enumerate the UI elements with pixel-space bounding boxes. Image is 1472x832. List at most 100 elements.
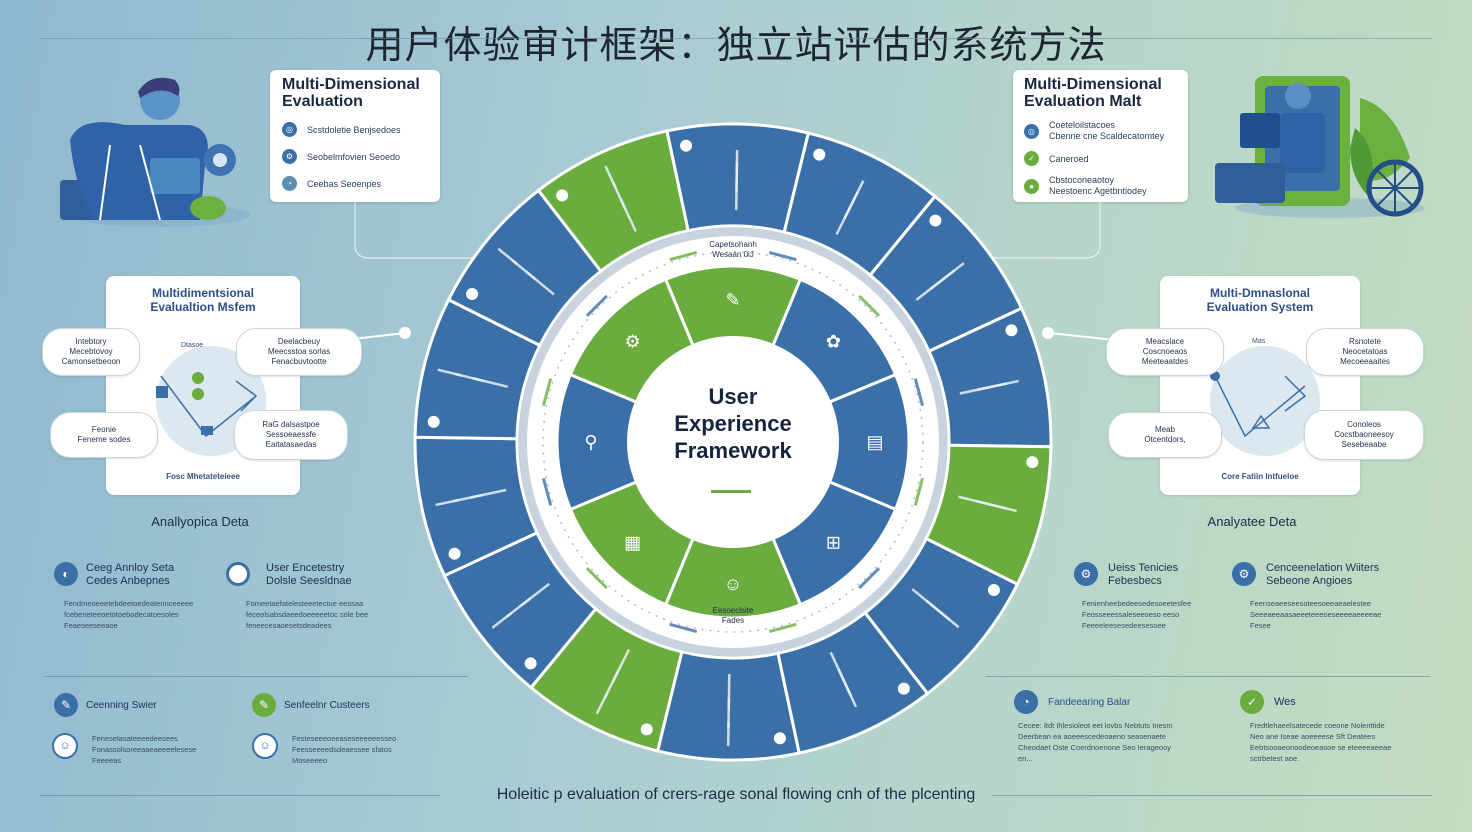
center-underline — [711, 490, 751, 493]
segment-icon: ☺ — [724, 574, 742, 594]
item-text: Feneselasateeeedeesees Fonassolsoreeaaea… — [92, 734, 197, 765]
segment-dot — [987, 584, 1000, 597]
segment-dot — [929, 214, 942, 227]
segment-text-line — [851, 180, 865, 203]
metric-pill[interactable]: Rsnotete Neocetatoas Mecoeeaaites — [1306, 328, 1424, 376]
segment-text-line — [726, 721, 730, 746]
center-title: User Experience Framework — [633, 383, 833, 464]
segment-dot — [448, 547, 461, 560]
segment-text-line — [437, 368, 462, 377]
panel-footer: Fosc Mhetateteieee — [166, 472, 240, 481]
segment-text-line — [454, 372, 485, 383]
section-heading-left: Anallyopica Deta — [151, 514, 249, 529]
card-item: ✓Caneroed — [1024, 151, 1177, 166]
middle-ring-label — [541, 378, 553, 407]
segment-dot — [813, 148, 826, 161]
middle-ring-label — [669, 250, 698, 262]
item-text: Cecee: Itdt Ihlesioleot eet lovbs Nebtut… — [1018, 721, 1173, 763]
middle-ring-label — [585, 567, 608, 590]
segment-dot — [640, 723, 653, 736]
card-item: ●Cbstoconeaotoy Neestoenc Agetbntiodey — [1024, 175, 1177, 197]
segment-text-line — [604, 165, 617, 189]
analysis-item: ✎ Senfeelnr Custeers — [252, 693, 452, 717]
item-heading: Wes — [1274, 695, 1296, 708]
segment-text-line — [595, 691, 609, 715]
diagram-label: Mas — [1252, 338, 1266, 345]
middle-ring-label — [858, 567, 881, 590]
gear-icon: ⚙ — [282, 149, 297, 164]
panel-title: Multidimentsional Evalualtion Msfem — [150, 286, 256, 314]
middle-ring-label — [768, 250, 797, 262]
segment-dot — [680, 139, 693, 152]
segment-text-line — [611, 181, 627, 211]
divider-right — [986, 676, 1430, 677]
middle-ring-label — [768, 622, 797, 634]
face-icon: ☺ — [252, 733, 278, 759]
metric-pill[interactable]: Meacslace Coscnoeaos Meeteaatdes — [1106, 328, 1224, 376]
metric-pill[interactable]: Conoleos Cocstbaoneesoy Sesebeaabe — [1304, 410, 1424, 460]
segment-dot — [466, 287, 479, 300]
target-icon: ◎ — [282, 122, 297, 137]
user-icon — [226, 562, 250, 586]
evaluation-card-top-left: Multi-Dimensional Evaluation ◎Scstdoleti… — [270, 70, 440, 202]
framework-wheel: ✎✿▤⊞☺▦⚲⚙ — [413, 122, 1053, 762]
middle-ring-label — [541, 477, 553, 506]
person-illustration-left — [60, 77, 250, 227]
segment-icon: ▦ — [624, 532, 641, 552]
center-title-line-3: Framework — [674, 438, 792, 463]
segment-dot — [897, 682, 910, 695]
segment-icon: ⚲ — [584, 432, 597, 452]
segment-text-line — [844, 684, 858, 708]
footer-caption: Holeitic p evaluation of crers-rage sona… — [496, 786, 976, 803]
analysis-item: ✓ Wes — [1240, 690, 1440, 714]
segment-dot — [1005, 324, 1018, 337]
segment-dot — [556, 189, 569, 202]
middle-ring-labels — [541, 250, 925, 634]
card-item: ⚙Seobelmfovien Seoedo — [282, 149, 428, 164]
center-title-line-1: User — [708, 384, 758, 409]
segment-text-line — [511, 259, 537, 281]
segment-text-line — [603, 670, 620, 699]
diagram-label: Dtasoe — [181, 342, 204, 349]
analysis-item: ◔ Fandeearing Balar — [1014, 690, 1224, 714]
metric-pill[interactable]: Intebtory Mecebtovoy Camonsetbeoon — [42, 328, 140, 376]
footer-divider-right — [992, 795, 1432, 796]
analysis-item: ◐ Ceeg Annloy Seta Cedes Anbepnes Fendme… — [54, 562, 224, 631]
middle-ring-dashes — [542, 251, 924, 633]
item-text: Fomeetaefatelesteeetectue eessaa feceols… — [246, 599, 369, 630]
card-title: Multi-Dimensional Evaluation — [282, 76, 420, 110]
metric-pill[interactable]: Feonie Feneme sodes — [50, 412, 158, 458]
segment-text-line — [505, 597, 532, 618]
pen-icon: ✎ — [252, 693, 276, 717]
metric-pill[interactable]: RaG dalsastpoe Sessoeaessfe Eaitatasaeda… — [234, 410, 348, 460]
segment-icon: ▤ — [866, 432, 883, 452]
outer-segment — [536, 129, 690, 274]
analysis-item: ⚙ Cenceenelation Wiiters Sebeone Angioes… — [1232, 562, 1432, 631]
center-title-line-2: Experience — [674, 411, 792, 436]
evaluation-card-top-right: Multi-Dimensional Evaluation Malt ◎Coete… — [1013, 70, 1188, 202]
ring-label-top: Capetsohanh Wesaan 0iJ — [709, 240, 757, 259]
item-heading: Ceeg Annloy Seta Cedes Anbepnes — [86, 562, 175, 587]
segment-text-line — [944, 262, 965, 279]
segment-icon: ✎ — [725, 290, 740, 310]
user-icon: ● — [1024, 178, 1039, 194]
segment-icon: ✿ — [826, 332, 841, 352]
segment-dot — [1026, 456, 1039, 469]
evaluation-system-panel-right: Multi-Dmnaslonal Evaluation System Mas C… — [1160, 276, 1360, 495]
check-icon: ✓ — [1024, 151, 1039, 166]
segment-dot — [773, 732, 786, 745]
segment-text-line — [497, 247, 518, 265]
analysis-item: ☺ Feneselasateeeedeesees Fonassolsoreeaa… — [52, 733, 252, 766]
ring-label-bottom: Eesoeclsite Fades — [712, 606, 754, 625]
middle-ring-label — [858, 294, 881, 317]
middle-ring-label — [913, 477, 925, 506]
outer-ring — [413, 122, 1053, 762]
segment-text-line — [994, 379, 1019, 388]
item-heading: Ueiss Tenicies Febesbecs — [1108, 562, 1179, 587]
panel-title: Multi-Dmnaslonal Evaluation System — [1206, 286, 1314, 314]
middle-ring-label — [585, 294, 608, 317]
item-text: Fenienheebedeesedesoeetesfee Feosseeessa… — [1082, 599, 1192, 630]
metric-pill[interactable]: Meab Otcentdors, — [1108, 412, 1222, 458]
metric-pill[interactable]: Deelacbeuy Meecsstoa sorlas Fenacbuvtoot… — [236, 328, 362, 376]
chart-icon: ◐ — [54, 562, 78, 586]
